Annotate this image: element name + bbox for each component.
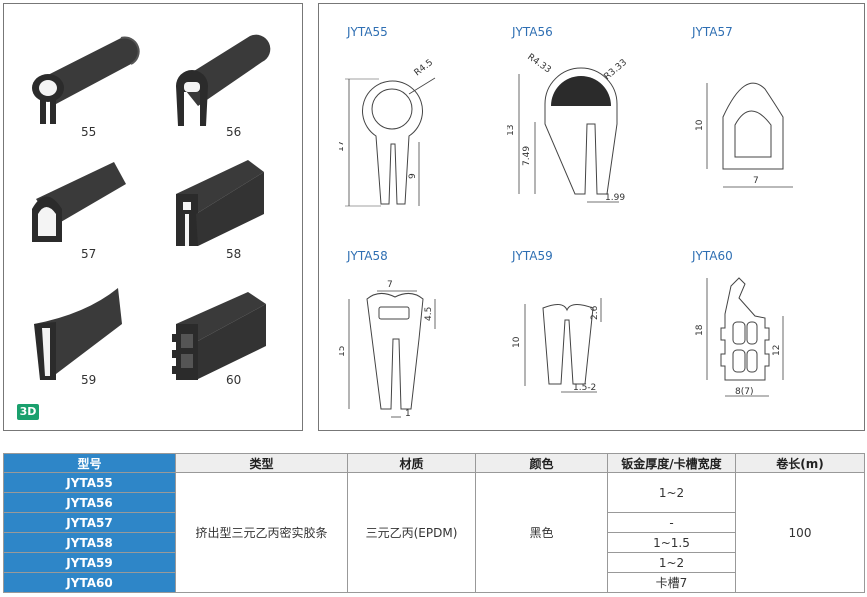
part-58-render [176, 160, 264, 246]
drawing-title-jyta60: JYTA60 [692, 249, 733, 263]
drawing-jyta56: 13 7.49 R4.33 R3.33 1.99 [507, 52, 630, 203]
table-row: JYTA58 1~1.5 [3, 532, 865, 553]
dim-jyta59-top: 2.6 [590, 305, 600, 320]
table-header-row: 型号 类型 材质 颜色 钣金厚度/卡槽宽度 卷长(m) [3, 453, 865, 473]
part-label-56: 56 [226, 125, 242, 139]
dim-jyta55-h: 17 [339, 141, 346, 152]
dim-jyta57-h: 10 [695, 119, 705, 131]
spec-table: 型号 类型 材质 颜色 钣金厚度/卡槽宽度 卷长(m) JYTA55 挤出型三元… [3, 453, 865, 593]
drawing-jyta60: 18 12 8(7) [695, 277, 784, 397]
table-row: JYTA56 [3, 492, 865, 513]
model-cell: JYTA60 [3, 572, 176, 593]
dim-jyta58-h: 15 [339, 346, 347, 357]
model-cell: JYTA58 [3, 532, 176, 553]
part-60-render [172, 292, 266, 380]
dim-jyta58-w: 7 [387, 280, 393, 290]
thickness-cell: - [607, 512, 736, 533]
color-cell: 黑色 [475, 472, 608, 593]
part-55-render [32, 36, 140, 124]
dim-jyta56-r2: R3.33 [603, 58, 630, 83]
part-label-60: 60 [226, 373, 242, 387]
drawing-jyta58: 7 15 4.5 1 [339, 280, 436, 419]
dim-jyta60-h: 18 [695, 324, 705, 336]
product-3d-panel: 55 56 57 58 59 60 3D [3, 3, 303, 431]
part-label-55: 55 [81, 125, 97, 139]
drawing-title-jyta55: JYTA55 [347, 25, 388, 39]
dim-jyta60-w: 8(7) [735, 387, 753, 397]
part-label-59: 59 [81, 373, 97, 387]
header-material: 材质 [347, 453, 476, 473]
dim-jyta58-gap: 1 [405, 409, 411, 419]
drawing-jyta55: 17 9 R4.5 [339, 58, 436, 207]
model-cell: JYTA57 [3, 512, 176, 533]
dim-jyta56-r1: R4.33 [525, 52, 552, 75]
header-type: 类型 [175, 453, 348, 473]
thickness-cell: 1~2 [607, 472, 736, 513]
material-cell: 三元乙丙(EPDM) [347, 472, 476, 593]
drawing-title-jyta59: JYTA59 [512, 249, 553, 263]
thickness-cell: 卡槽7 [607, 572, 736, 593]
part-56-render [176, 34, 271, 126]
drawing-title-jyta58: JYTA58 [347, 249, 388, 263]
dim-jyta59-gap: 1.5-2 [573, 383, 596, 393]
header-roll-length: 卷长(m) [735, 453, 865, 473]
header-color: 颜色 [475, 453, 608, 473]
table-row: JYTA59 1~2 [3, 552, 865, 573]
thickness-cell: 1~1.5 [607, 532, 736, 553]
drawing-title-jyta57: JYTA57 [692, 25, 733, 39]
dim-jyta59-h: 10 [512, 336, 522, 348]
dim-jyta60-inner: 12 [772, 345, 782, 356]
model-cell: JYTA55 [3, 472, 176, 493]
drawing-jyta57: 10 7 [695, 82, 793, 188]
part-label-58: 58 [226, 247, 242, 261]
roll-length-cell: 100 [735, 472, 865, 593]
model-cell: JYTA56 [3, 492, 176, 513]
technical-drawings-panel: JYTA55 17 9 R4.5 JYTA56 13 7.49 R4.33 R3… [318, 3, 865, 431]
dim-jyta58-top: 4.5 [424, 307, 434, 321]
dim-jyta55-r: R4.5 [413, 58, 435, 79]
dim-jyta56-h: 13 [507, 125, 516, 136]
3d-badge: 3D [17, 404, 39, 420]
part-label-57: 57 [81, 247, 97, 261]
drawing-title-jyta56: JYTA56 [512, 25, 553, 39]
part-59-render [34, 288, 122, 380]
part-57-render [32, 162, 126, 242]
table-row: JYTA60 卡槽7 [3, 572, 865, 593]
header-model: 型号 [3, 453, 176, 473]
table-row: JYTA57 - [3, 512, 865, 533]
thickness-cell: 1~2 [607, 552, 736, 573]
model-cell: JYTA59 [3, 552, 176, 573]
dim-jyta56-inner: 7.49 [522, 146, 532, 166]
dim-jyta56-gap: 1.99 [605, 193, 625, 203]
type-cell: 挤出型三元乙丙密实胶条 [175, 472, 348, 593]
header-thickness: 钣金厚度/卡槽宽度 [607, 453, 736, 473]
dim-jyta55-inner: 9 [408, 173, 418, 179]
drawing-jyta59: 10 2.6 1.5-2 [512, 298, 602, 393]
dim-jyta57-w: 7 [753, 176, 759, 186]
table-row: JYTA55 挤出型三元乙丙密实胶条 三元乙丙(EPDM) 黑色 1~2 100 [3, 472, 865, 593]
